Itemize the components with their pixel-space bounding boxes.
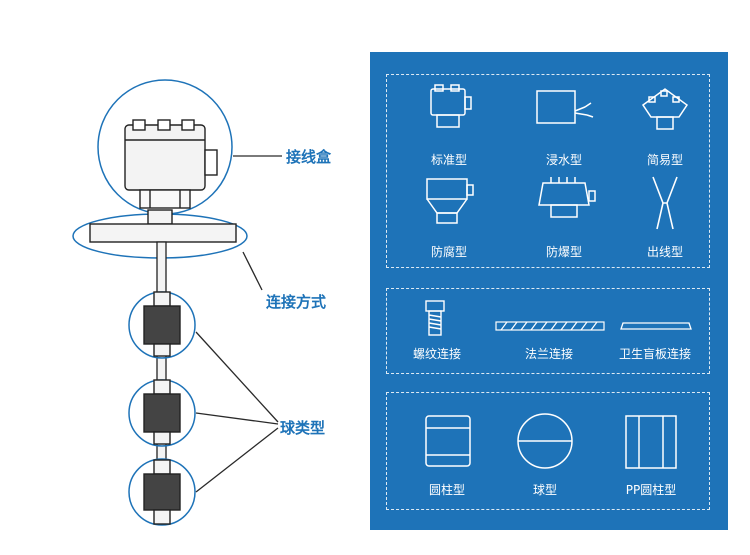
- float-ball-1: [128, 291, 196, 359]
- connection-type-label: 卫生盲板连接: [618, 347, 692, 361]
- connection-type-label: 法兰连接: [524, 347, 574, 361]
- cylinder-float-icon: [425, 415, 471, 467]
- callout-junction-box: 接线盒: [286, 148, 332, 166]
- flange-icon: [89, 209, 237, 243]
- variant-panel: 标准型 浸水型 简易型 防腐型: [370, 52, 728, 530]
- connection-type-label: 螺纹连接: [412, 347, 462, 361]
- leader-ball-2: [195, 412, 279, 425]
- sphere-float-icon: [517, 413, 573, 469]
- float-type-label: PP圆柱型: [625, 483, 677, 497]
- junction-box-icon: [124, 119, 218, 209]
- explosion-proof-housing-icon: [538, 177, 596, 218]
- standard-housing-icon: [430, 84, 472, 128]
- housing-type-label: 标准型: [430, 153, 468, 167]
- float-ball-3: [128, 458, 196, 526]
- pp-cylinder-float-icon: [625, 415, 677, 469]
- leader-ball-3: [195, 427, 279, 493]
- float-switch-diagram: [72, 79, 282, 526]
- housing-type-label: 防爆型: [545, 245, 583, 259]
- float-ball-2: [128, 379, 196, 447]
- submersible-housing-icon: [536, 90, 594, 124]
- housing-type-label: 出线型: [646, 245, 684, 259]
- float-type-label: 球型: [532, 483, 558, 497]
- callout-connection-method: 连接方式: [266, 293, 327, 311]
- housing-types-section: 标准型 浸水型 简易型 防腐型: [386, 74, 710, 268]
- connection-types-section: 螺纹连接 法兰连接 卫生盲板连接: [386, 288, 710, 374]
- leader-connection: [242, 251, 263, 291]
- flange-connection-icon: [495, 321, 605, 331]
- housing-type-label: 防腐型: [430, 245, 468, 259]
- sanitary-blind-plate-icon: [620, 322, 692, 330]
- simple-housing-icon: [641, 88, 689, 130]
- callout-ball-type: 球类型: [280, 419, 326, 437]
- housing-type-label: 浸水型: [545, 153, 583, 167]
- thread-connection-icon: [425, 300, 445, 336]
- leader-ball-1: [195, 331, 279, 423]
- housing-type-label: 简易型: [646, 153, 684, 167]
- float-types-section: 圆柱型 球型 PP圆柱型: [386, 392, 710, 510]
- float-type-label: 圆柱型: [428, 483, 466, 497]
- anticorrosion-housing-icon: [426, 178, 474, 224]
- cable-outlet-icon: [652, 176, 678, 230]
